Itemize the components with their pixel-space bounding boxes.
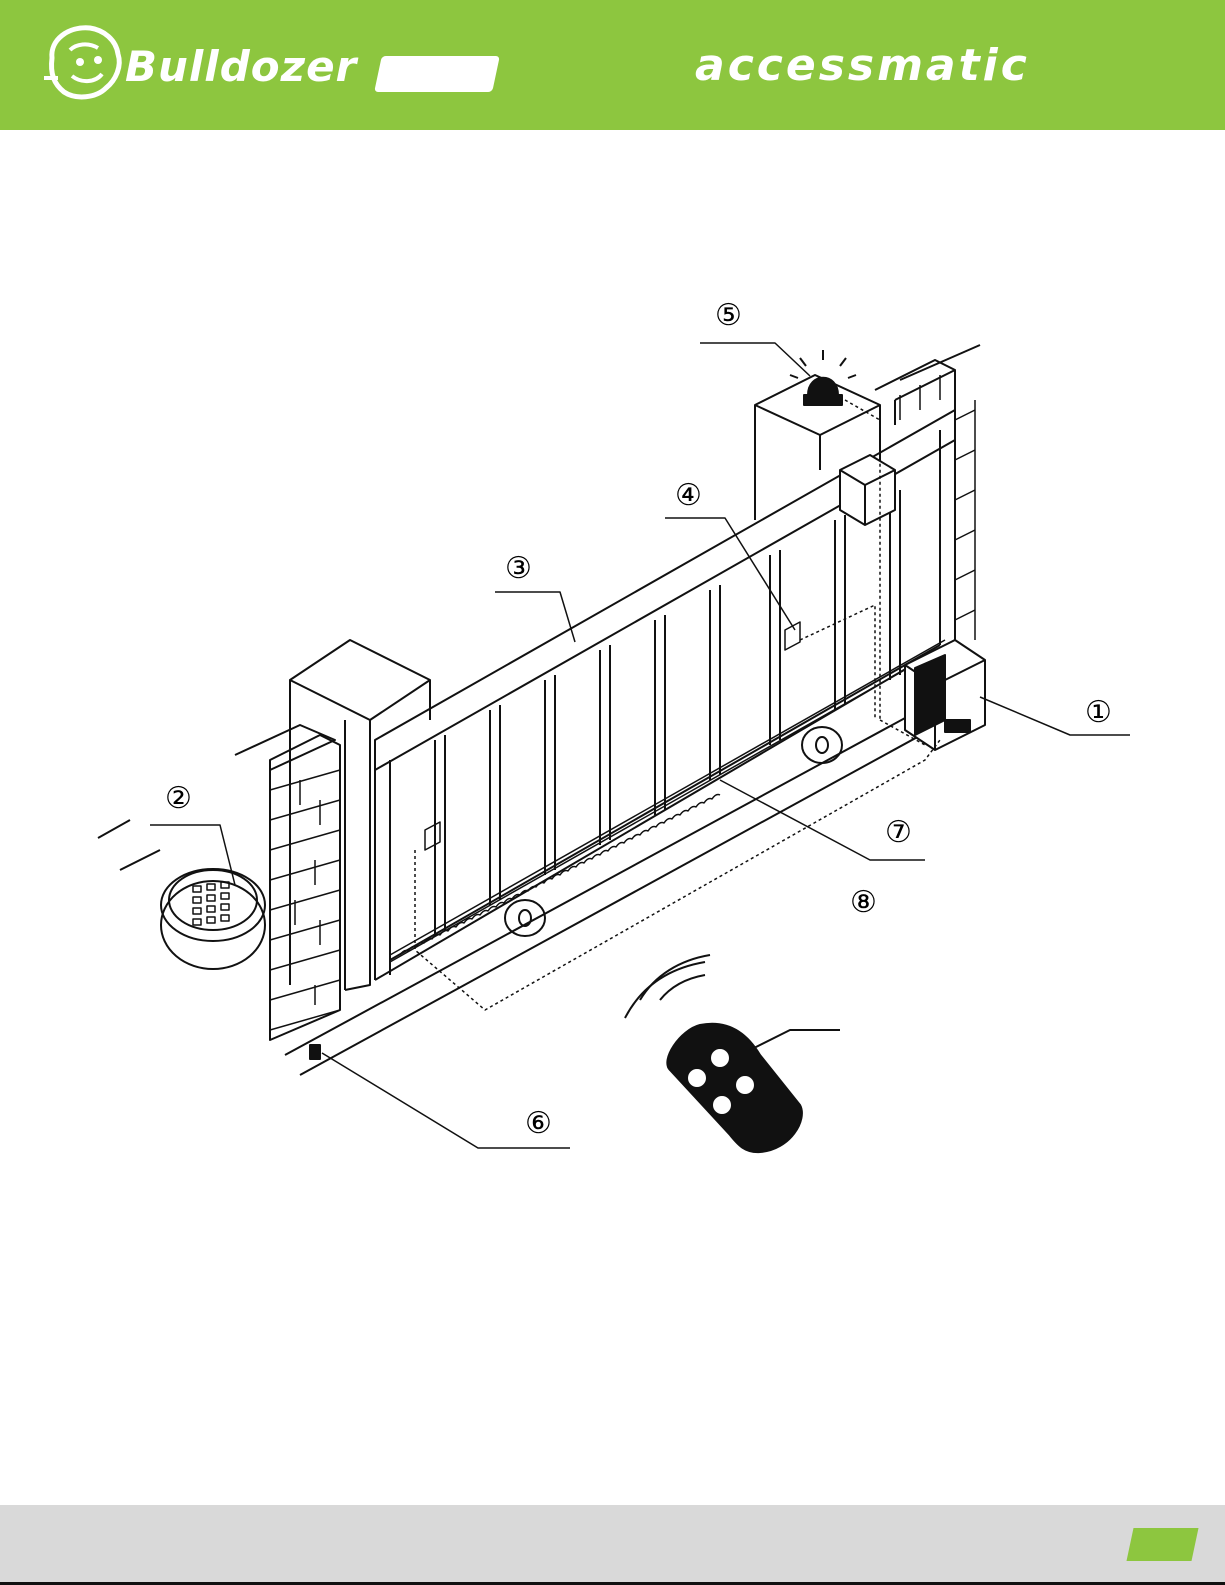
brand-pill	[374, 56, 500, 92]
remote-control-icon	[625, 955, 840, 1152]
bulldozer-logo: Bulldozer	[40, 18, 510, 118]
top-photocell	[840, 455, 895, 525]
photocell-transmitter	[425, 822, 440, 850]
callout-7: ⑦	[885, 815, 912, 850]
callout-5: ⑤	[715, 298, 742, 333]
callout-3: ③	[505, 551, 532, 586]
footer-bar	[0, 1505, 1225, 1585]
bulldog-logo-icon	[40, 18, 130, 118]
accessmatic-logo: accessmatic	[695, 40, 1185, 90]
gate-diagram: ① ② ③ ④ ⑤ ⑥ ⑦ ⑧	[0, 130, 1225, 1500]
left-brick-wall	[235, 725, 340, 1040]
leader-2	[150, 825, 235, 885]
leader-3	[495, 592, 575, 642]
callout-2: ②	[165, 781, 192, 816]
brand-right-text: accessmatic	[695, 40, 1030, 91]
callout-4: ④	[675, 478, 702, 513]
leader-5	[700, 343, 810, 376]
warning-lamp-icon	[790, 350, 856, 405]
page-badge	[1126, 1528, 1198, 1561]
left-pillar	[290, 640, 430, 990]
callout-6: ⑥	[525, 1106, 552, 1141]
ground-photocell	[310, 1045, 320, 1059]
header-bar: Bulldozer accessmatic	[0, 0, 1225, 130]
keypad-icon	[98, 820, 265, 969]
leader-4	[665, 518, 795, 630]
callout-1: ①	[1085, 695, 1112, 730]
brand-left-text: Bulldozer	[125, 42, 357, 91]
callout-8: ⑧	[850, 885, 877, 920]
